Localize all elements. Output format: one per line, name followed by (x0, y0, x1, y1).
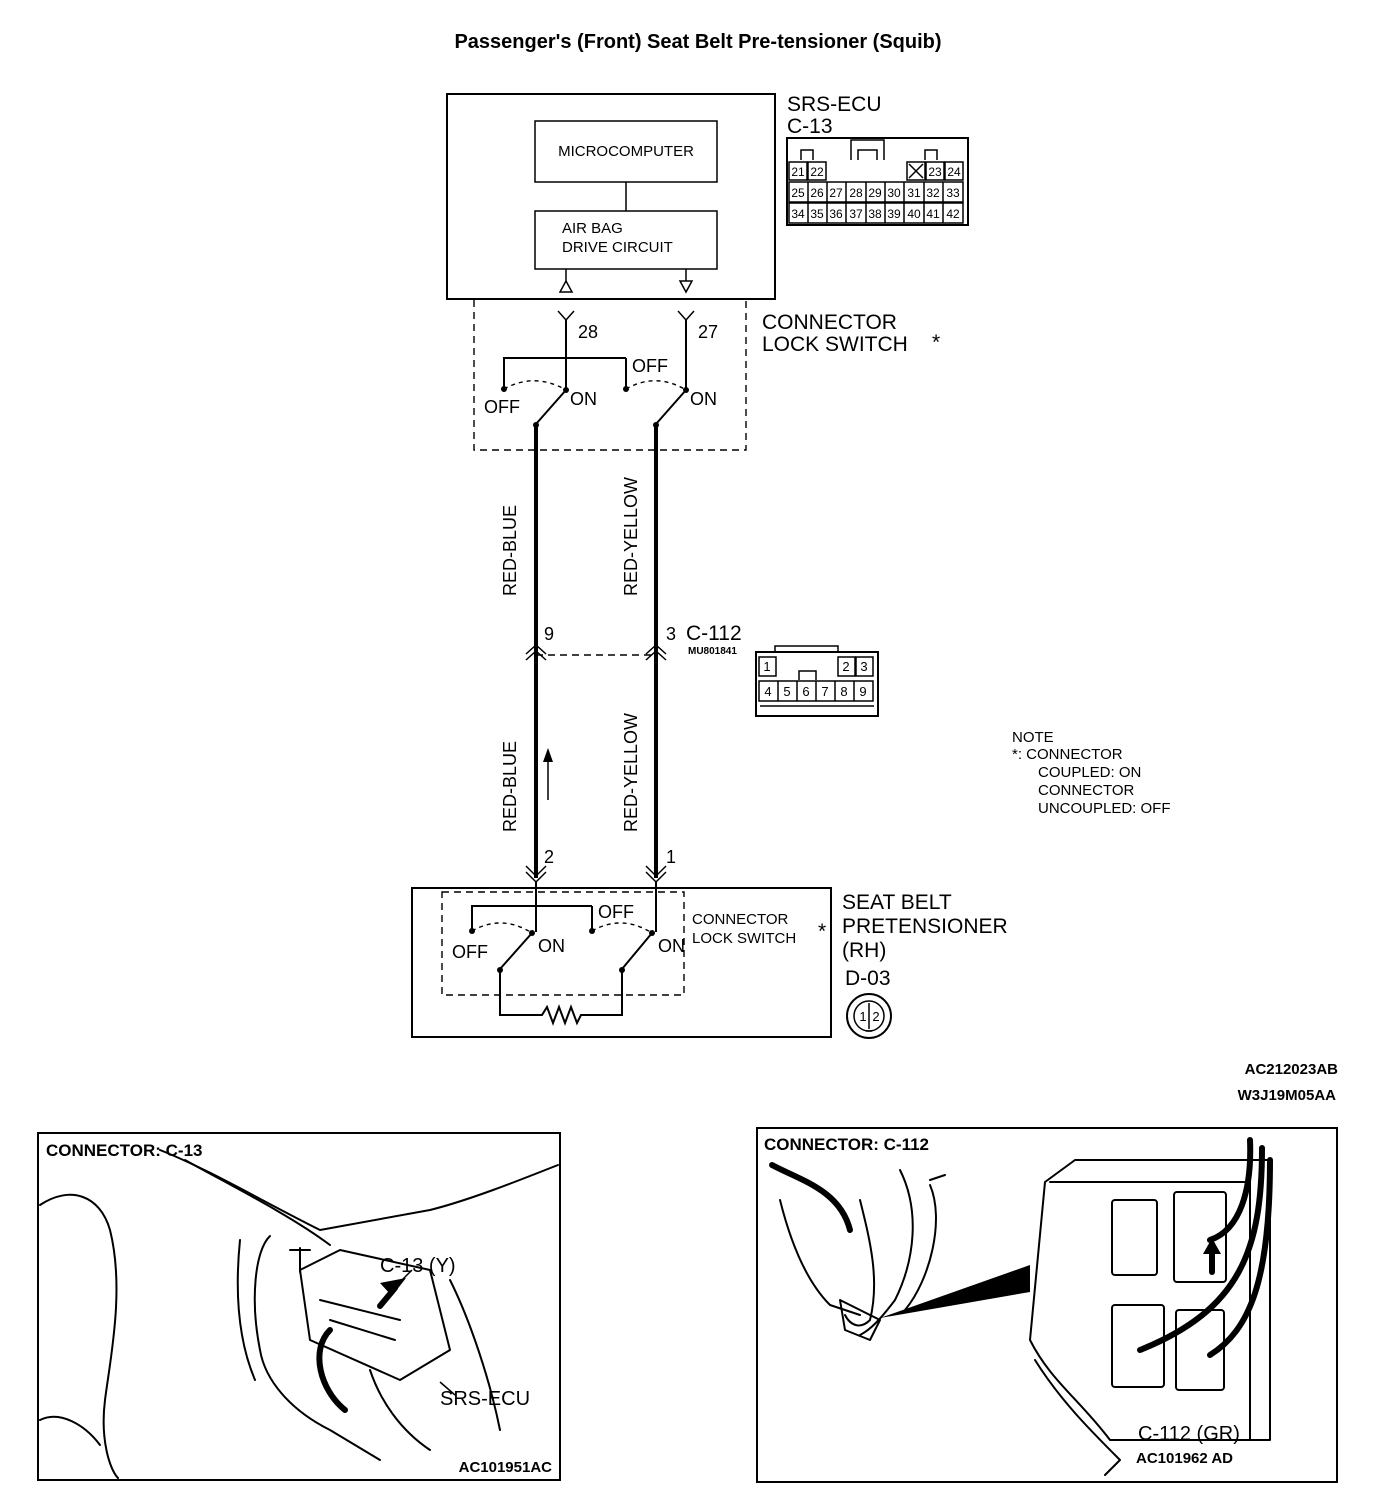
pretensioner-label-1: SEAT BELT (842, 891, 952, 914)
d03-label: D-03 (845, 967, 891, 990)
connector-c13-location-panel: CONNECTOR: C-13 C-13 (Y) SRS-ECU AC10195… (37, 1132, 561, 1481)
c13-cell: 29 (868, 186, 882, 200)
c13-label: C-13 (787, 115, 833, 138)
srs-ecu-block: MICROCOMPUTER AIR BAG DRIVE CIRCUIT (446, 93, 776, 300)
drawing-code: AC212023AB (1245, 1061, 1339, 1078)
c112-part-number: MU801841 (688, 646, 737, 657)
microcomputer-label: MICROCOMPUTER (558, 143, 694, 160)
c13-cell: 32 (926, 186, 940, 200)
c112-cell: 8 (840, 684, 847, 699)
asterisk-mark: * (818, 920, 826, 943)
c13-cell: 25 (791, 186, 805, 200)
c112-cell: 2 (842, 659, 849, 674)
c13-cell: 31 (907, 186, 921, 200)
switch-state-off: OFF (598, 902, 634, 922)
connector-lock-switch-label-1: CONNECTOR (762, 311, 897, 334)
note-line: *: CONNECTOR (1012, 746, 1123, 763)
switch-state-on: ON (570, 389, 597, 409)
c13-callout: C-13 (Y) (380, 1255, 456, 1277)
pin-2-label: 2 (544, 847, 554, 867)
c13-cell: 30 (887, 186, 901, 200)
c13-cell: 24 (947, 165, 961, 179)
c112-callout: C-112 (GR) (1138, 1423, 1240, 1445)
diagram-title: Passenger's (Front) Seat Belt Pre-tensio… (454, 31, 941, 53)
c112-cell: 4 (764, 684, 771, 699)
upper-connector-lock-switch: 28 27 OFF ON OFF ON (473, 300, 747, 451)
note-line: CONNECTOR (1038, 782, 1135, 799)
panel-code: AC101962 AD (1136, 1450, 1233, 1467)
c13-cell: 36 (829, 207, 843, 221)
pretensioner-label-2: PRETENSIONER (842, 915, 1008, 938)
wire-color-red-blue: RED-BLUE (500, 741, 520, 832)
pretensioner-lock-switch-label-1: CONNECTOR (692, 911, 789, 928)
note-block: NOTE *: CONNECTOR COUPLED: ON CONNECTOR … (1012, 729, 1171, 817)
c13-cell: 42 (946, 207, 960, 221)
connector-lock-switch-label-2: LOCK SWITCH (762, 333, 908, 356)
panel-code: AC101951AC (459, 1459, 553, 1476)
c13-cell: 41 (926, 207, 940, 221)
c13-cell: 22 (810, 165, 824, 179)
note-line: UNCOUPLED: OFF (1038, 800, 1171, 817)
c13-cell: 21 (791, 165, 805, 179)
pretensioner-block: OFF ON OFF ON (411, 882, 832, 1038)
srs-ecu-label: SRS-ECU (787, 93, 882, 116)
wire-color-red-yellow: RED-YELLOW (621, 477, 641, 596)
switch-state-on: ON (658, 936, 685, 956)
switch-state-off: OFF (632, 356, 668, 376)
switch-state-on: ON (690, 389, 717, 409)
c112-cell: 7 (821, 684, 828, 699)
c13-cell: 33 (946, 186, 960, 200)
drive-circuit-label-1: AIR BAG (562, 220, 623, 237)
pretensioner-label-3: (RH) (842, 939, 886, 962)
c112-cell: 5 (783, 684, 790, 699)
wire-harness (525, 425, 667, 884)
c13-connector-face: 21 22 23 24 25 26 27 28 29 30 31 32 33 3… (786, 137, 969, 226)
c13-cell: 39 (887, 207, 901, 221)
switch-state-off: OFF (452, 942, 488, 962)
d03-cell: 1 (859, 1009, 866, 1024)
c112-cell: 1 (763, 659, 770, 674)
connector-c112-location-panel: CONNECTOR: C-112 C-112 (GR) AC101962 AD (756, 1127, 1338, 1483)
c13-cell: 34 (791, 207, 805, 221)
c13-cell: 38 (868, 207, 882, 221)
c13-cell: 28 (849, 186, 863, 200)
note-line: COUPLED: ON (1038, 764, 1141, 781)
switch-state-off: OFF (484, 397, 520, 417)
c112-cell: 9 (859, 684, 866, 699)
c13-cell: 26 (810, 186, 824, 200)
c112-label: C-112 (686, 622, 742, 645)
drive-circuit-label-2: DRIVE CIRCUIT (562, 239, 673, 256)
drawing-code: W3J19M05AA (1238, 1087, 1337, 1104)
pin-1-label: 1 (666, 847, 676, 867)
pin-3-label: 3 (666, 624, 676, 644)
pin-27-label: 27 (698, 322, 718, 342)
wire-color-red-blue: RED-BLUE (500, 505, 520, 596)
d03-cell: 2 (872, 1009, 879, 1024)
c112-cell: 6 (802, 684, 809, 699)
wire-color-red-yellow: RED-YELLOW (621, 713, 641, 832)
c112-connector-face: 1 2 3 4 5 6 7 8 9 (755, 645, 879, 717)
srs-ecu-callout: SRS-ECU (440, 1388, 530, 1410)
c13-cell: 40 (907, 207, 921, 221)
c13-cell: 35 (810, 207, 824, 221)
note-heading: NOTE (1012, 729, 1054, 746)
pin-28-label: 28 (578, 322, 598, 342)
pin-9-label: 9 (544, 624, 554, 644)
switch-state-on: ON (538, 936, 565, 956)
panel-title: CONNECTOR: C-112 (764, 1135, 929, 1154)
pretensioner-lock-switch-label-2: LOCK SWITCH (692, 930, 796, 947)
c13-cell: 27 (829, 186, 843, 200)
c112-cell: 3 (860, 659, 867, 674)
c13-cell: 37 (849, 207, 863, 221)
asterisk-mark: * (932, 331, 940, 354)
d03-connector-face: 1 2 (846, 993, 892, 1039)
c13-cell: 23 (928, 165, 942, 179)
panel-title: CONNECTOR: C-13 (46, 1141, 202, 1160)
